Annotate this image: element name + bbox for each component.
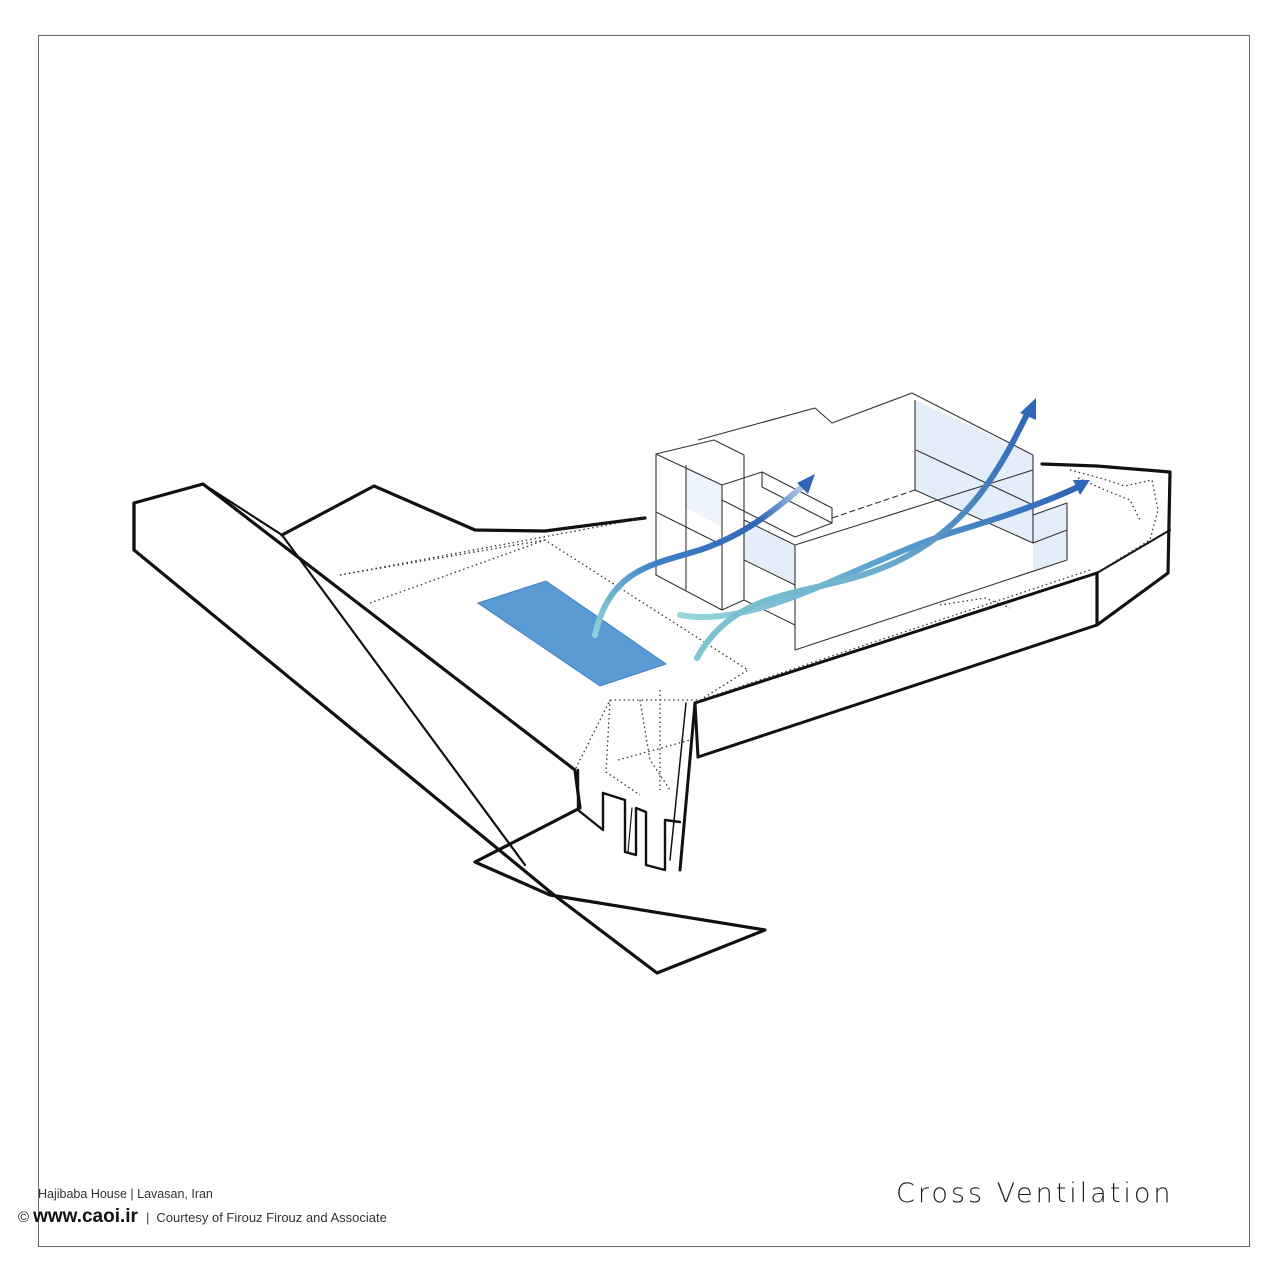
arrowhead-right	[1020, 398, 1036, 420]
diagram-title: Cross Ventilation	[896, 1178, 1174, 1209]
terrace-contours	[339, 469, 1159, 796]
courtesy-credit: Courtesy of Firouz Firouz and Associate	[156, 1210, 387, 1225]
airflow-arrows	[592, 405, 1081, 661]
site-outline	[132, 462, 1172, 975]
arrowhead-low	[1073, 480, 1090, 495]
airflow-arrowheads	[797, 398, 1090, 495]
project-caption: Hajibaba House | Lavasan, Iran	[38, 1187, 213, 1201]
website-link[interactable]: www.caoi.ir	[33, 1206, 138, 1227]
airflow-path-left	[592, 479, 811, 638]
drawing-frame	[38, 35, 1250, 1247]
credit-line: © www.caoi.ir | Courtesy of Firouz Firou…	[18, 1206, 387, 1228]
copyright-symbol: ©	[18, 1209, 30, 1226]
arrowhead-left	[797, 474, 815, 494]
airflow-path-right	[694, 405, 1033, 661]
swimming-pool	[476, 580, 668, 687]
credit-separator: |	[145, 1210, 150, 1225]
house-volume	[655, 392, 1068, 651]
